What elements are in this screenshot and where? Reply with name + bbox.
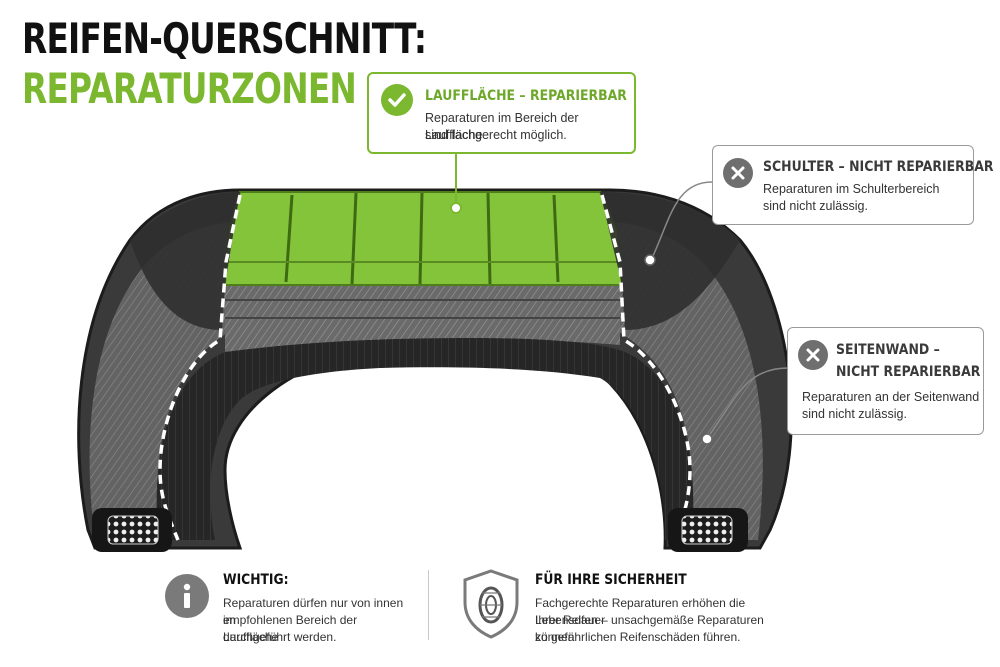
shoulder-heading: SCHULTER – NICHT REPARIERBAR bbox=[763, 159, 994, 175]
shoulder-callout: SCHULTER – NICHT REPARIERBAR Reparaturen… bbox=[712, 145, 994, 225]
info-icon bbox=[165, 574, 209, 618]
tread-callout: LAUFFLÄCHE – REPARIERBAR Reparaturen im … bbox=[367, 72, 636, 154]
safety-text-2: Ihrer Reifen – unsachgemäße Reparaturen … bbox=[535, 613, 764, 644]
x-circle-icon bbox=[723, 158, 753, 188]
title-line-1: REIFEN-QUERSCHNITT: bbox=[22, 14, 427, 63]
important-text-2: empfohlenen Bereich der Lauffläche bbox=[223, 613, 358, 644]
tread-zone-repairable bbox=[223, 191, 624, 286]
safety-heading: FÜR IHRE SICHERHEIT bbox=[535, 572, 687, 588]
belt-layer bbox=[225, 285, 620, 370]
check-circle-icon bbox=[381, 84, 413, 116]
bottom-divider bbox=[428, 570, 429, 640]
tread-text-1: Reparaturen im Bereich der Lauffläche bbox=[425, 111, 579, 142]
safety-text-1: Fachgerechte Reparaturen erhöhen die Leb… bbox=[535, 596, 746, 627]
title-line-2: REPARATURZONEN bbox=[22, 64, 357, 113]
inner-liner bbox=[156, 338, 694, 540]
tread-heading: LAUFFLÄCHE – REPARIERBAR bbox=[425, 88, 627, 104]
important-text-3: durchgeführt werden. bbox=[223, 630, 337, 644]
right-bead bbox=[668, 508, 748, 552]
shoulder-text-2: sind nicht zulässig. bbox=[763, 199, 868, 213]
right-shoulder bbox=[600, 192, 740, 330]
shoulder-text-1: Reparaturen im Schulterbereich bbox=[763, 182, 940, 196]
sidewall-heading-2: NICHT REPARIERBAR bbox=[836, 364, 981, 380]
sidewall-text-2: sind nicht zulässig. bbox=[802, 407, 907, 421]
sidewall-text-1: Reparaturen an der Seitenwand bbox=[802, 390, 980, 404]
safety-note: FÜR IHRE SICHERHEIT Fachgerechte Reparat… bbox=[460, 568, 790, 648]
important-heading: WICHTIG: bbox=[223, 572, 289, 588]
x-circle-icon bbox=[798, 340, 828, 370]
left-bead bbox=[92, 508, 172, 552]
shield-tire-icon bbox=[463, 569, 519, 639]
safety-text-3: zu gefährlichen Reifenschäden führen. bbox=[535, 630, 741, 644]
left-shoulder bbox=[130, 192, 240, 330]
sidewall-callout: SEITENWAND – NICHT REPARIERBAR Reparatur… bbox=[787, 327, 984, 435]
tread-text-2: sind fachgerecht möglich. bbox=[425, 128, 567, 142]
important-text-1: Reparaturen dürfen nur von innen im bbox=[223, 596, 404, 627]
sidewall-heading-1: SEITENWAND – bbox=[836, 342, 940, 358]
important-note: WICHTIG: Reparaturen dürfen nur von inne… bbox=[165, 568, 415, 648]
page-title: REIFEN-QUERSCHNITT: REPARATURZONEN bbox=[22, 18, 540, 110]
